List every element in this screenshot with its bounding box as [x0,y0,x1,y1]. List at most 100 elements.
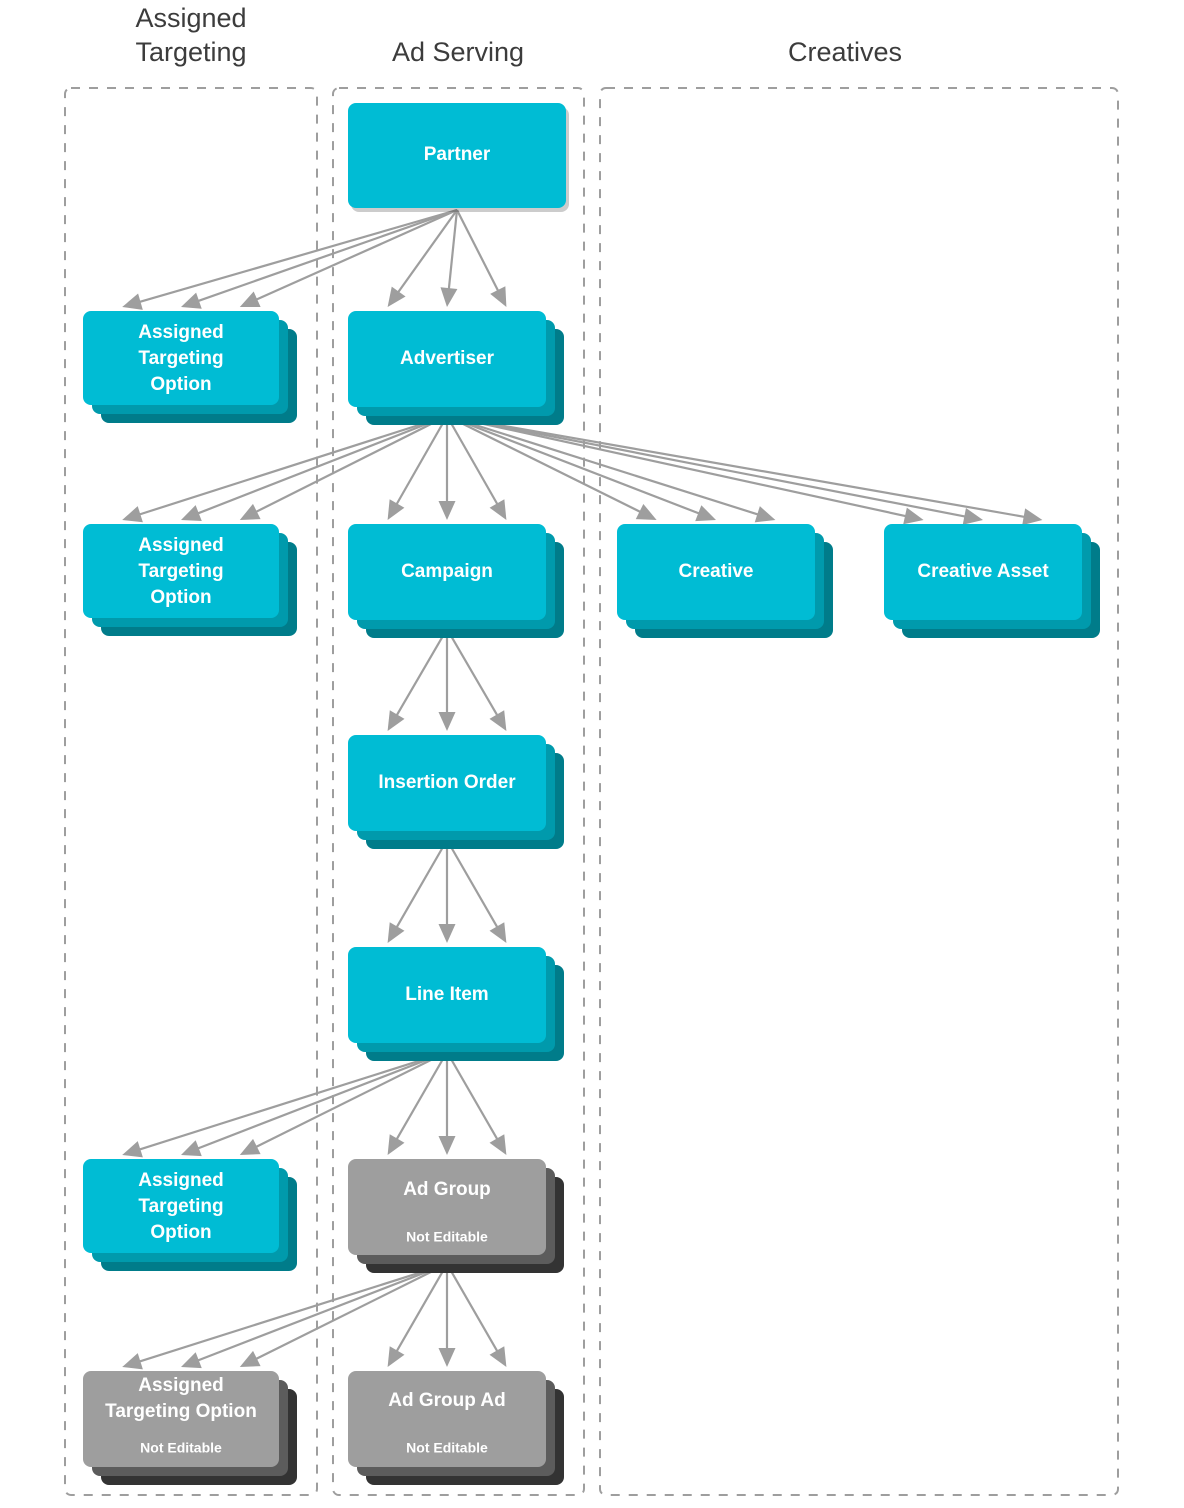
arrow-head-icon [239,1350,261,1367]
arrow-head-icon [387,710,405,731]
edge-line [446,414,907,518]
arrow-head-icon [489,710,507,731]
node-label-assigned-targeting-option-partner: Option [150,374,211,395]
edge-insertion-order-to-line-item [387,839,507,943]
arrow-head-icon [239,1138,261,1155]
edge-line-item-to-ad-group [387,1051,507,1155]
edge-advertiser-to-campaign [387,415,507,520]
edge-line [255,1263,448,1360]
edge-advertiser-to-creative [446,414,776,523]
node-face[interactable] [348,947,546,1043]
edge-line [395,1051,448,1140]
node-label-assigned-targeting-option-line-item: Assigned [138,1170,224,1191]
edge-line [139,414,448,516]
node-partner[interactable]: Partner [348,103,569,212]
arrow-head-icon [122,293,143,310]
node-face[interactable] [348,103,566,208]
edge-line [197,414,448,515]
edge-line [139,1262,448,1363]
node-advertiser[interactable]: Advertiser [348,311,564,425]
edge-ad-group-to-ad-group-ad [387,1263,507,1367]
arrow-head-icon [122,1141,143,1158]
node-face[interactable] [348,524,546,620]
arrow-head-icon [181,505,202,521]
node-label-campaign: Campaign [401,561,493,582]
nodes-layer: PartnerAssignedTargetingOptionAdvertiser… [83,103,1100,1485]
node-label-assigned-targeting-option-line-item: Targeting [138,1196,223,1217]
node-creative-asset[interactable]: Creative Asset [884,524,1100,638]
arrow-head-icon [387,1346,405,1367]
arrow-head-icon [489,499,507,520]
arrow-head-icon [438,1136,456,1155]
node-label-assigned-targeting-option-partner: Targeting [138,348,223,369]
edges-layer [122,208,1043,1370]
node-sublabel-assigned-targeting-option-ad-group: Not Editable [140,1440,222,1456]
group-container-ad-serving [332,87,585,1496]
arrow-head-icon [438,712,456,731]
node-face[interactable] [348,735,546,831]
node-label-assigned-targeting-option-advertiser: Targeting [138,561,223,582]
node-face[interactable] [83,1159,279,1253]
arrow-head-icon [387,499,405,520]
node-face[interactable] [617,524,815,620]
arrow-head-icon [635,503,657,520]
edge-line [397,209,458,294]
arrow-head-icon [962,508,983,525]
node-label-assigned-targeting-option-ad-group: Targeting Option [105,1401,257,1422]
node-insertion-order[interactable]: Insertion Order [348,735,564,849]
edge-line [446,1051,499,1140]
node-label-creative-asset: Creative Asset [917,561,1049,582]
group-title-assigned-targeting: Targeting [135,37,246,67]
arrow-head-icon [489,922,507,943]
edge-line [446,415,499,505]
node-label-insertion-order: Insertion Order [378,772,516,793]
arrow-head-icon [438,1348,456,1367]
node-face[interactable] [83,1371,279,1467]
arrow-head-icon [181,1352,202,1369]
edge-line [456,209,500,292]
arrow-head-icon [489,1134,507,1155]
edge-advertiser-to-creative-asset [446,414,1043,526]
edge-campaign-to-insertion-order [387,628,507,731]
node-label-creative: Creative [679,561,754,582]
node-face[interactable] [348,1371,546,1467]
arrow-head-icon [181,1140,202,1157]
node-face[interactable] [884,524,1082,620]
arrow-head-icon [903,507,924,525]
node-line-item[interactable]: Line Item [348,947,564,1061]
edge-line [395,839,448,928]
node-label-ad-group-ad: Ad Group Ad [388,1390,506,1411]
edge-line [255,415,448,513]
node-label-partner: Partner [424,144,491,165]
edge-line [395,628,448,716]
node-campaign[interactable]: Campaign [348,524,564,638]
node-face[interactable] [83,524,279,618]
edge-line [139,1050,448,1151]
arrow-head-icon [122,506,143,523]
edge-ad-group-to-assigned-targeting-option-ad-group [122,1262,448,1370]
arrow-head-icon [239,291,261,308]
arrow-head-icon [239,503,261,520]
edge-line [395,415,448,505]
node-creative[interactable]: Creative [617,524,833,638]
group-title-assigned-targeting: Assigned [135,3,246,33]
edge-line [255,208,458,301]
node-label-advertiser: Advertiser [400,348,495,369]
edge-partner-to-advertiser [387,209,507,307]
arrow-head-icon [181,292,202,309]
edge-line [395,1263,448,1352]
arrow-head-icon [440,287,458,307]
node-face[interactable] [348,311,546,407]
node-face[interactable] [348,1159,546,1255]
edge-line [446,415,641,513]
node-face[interactable] [83,311,279,405]
